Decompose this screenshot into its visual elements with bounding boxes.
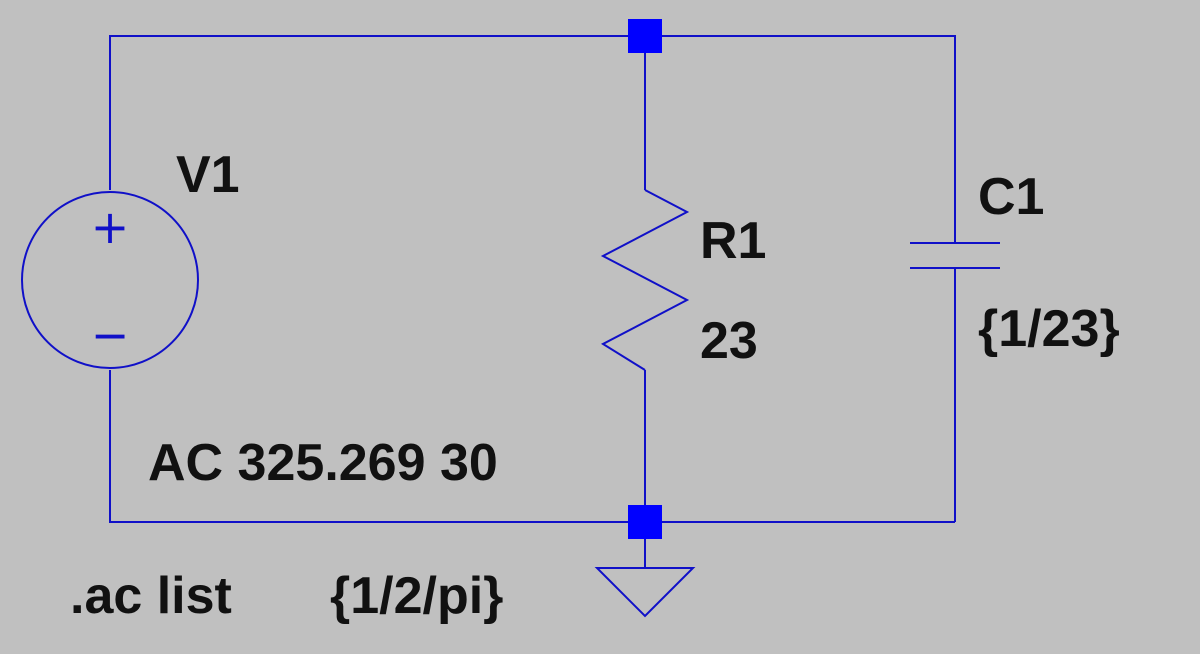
voltage-source-name[interactable]: V1: [176, 146, 240, 204]
voltage-source-minus-icon: −: [91, 308, 130, 362]
resistor-zigzag: [600, 189, 690, 371]
spice-directive-argument[interactable]: {1/2/pi}: [330, 567, 503, 625]
resistor-value[interactable]: 23: [700, 312, 758, 370]
capacitor-value[interactable]: {1/23}: [978, 300, 1120, 358]
ground-icon[interactable]: [594, 567, 696, 618]
voltage-source-plus-icon: +: [91, 200, 130, 254]
wire-bottom[interactable]: [109, 370, 955, 523]
junction-bottom[interactable]: [628, 505, 662, 539]
resistor-r1[interactable]: [600, 189, 690, 371]
resistor-name[interactable]: R1: [700, 212, 766, 270]
wire-top[interactable]: [109, 35, 956, 243]
capacitor-name[interactable]: C1: [978, 168, 1044, 226]
voltage-source-v1[interactable]: + −: [21, 191, 199, 369]
spice-directive-command[interactable]: .ac list: [70, 567, 232, 625]
capacitor-c1[interactable]: [910, 242, 1000, 269]
voltage-source-value[interactable]: AC 325.269 30: [148, 434, 498, 492]
junction-top[interactable]: [628, 19, 662, 53]
voltage-source-circle: [21, 191, 199, 369]
